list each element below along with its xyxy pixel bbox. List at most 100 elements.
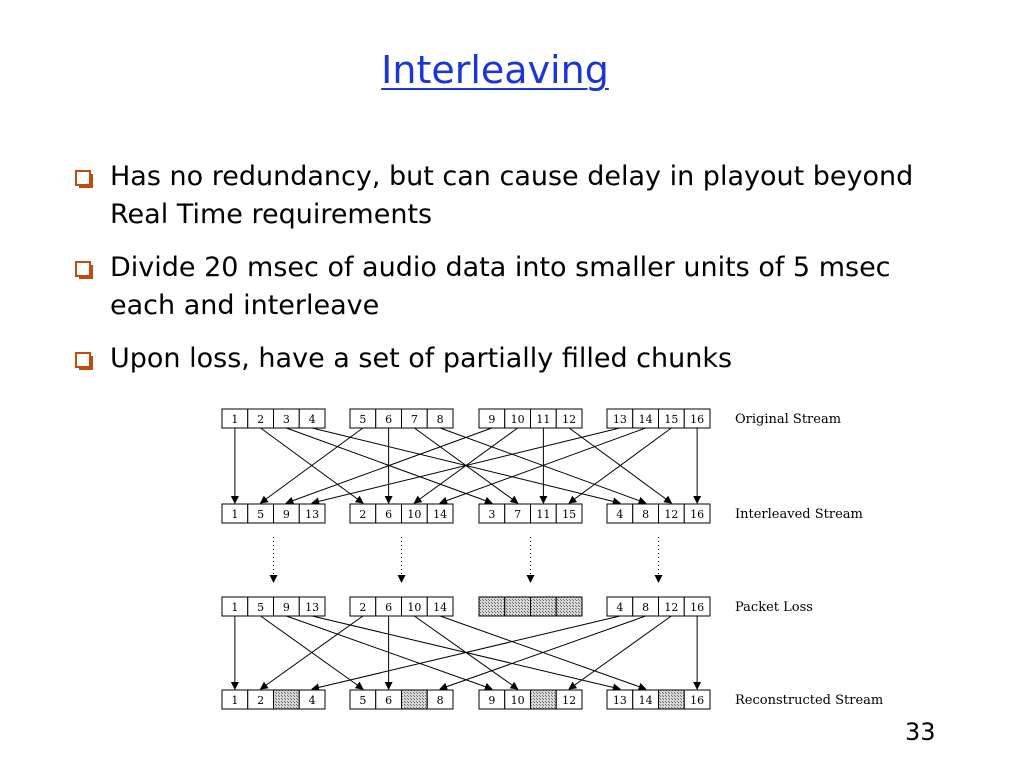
cell-number: 6	[385, 413, 392, 426]
missing-cell	[478, 596, 506, 617]
cell-number: 16	[690, 694, 704, 707]
cell-number: 14	[639, 694, 653, 707]
cell-number: 12	[562, 694, 576, 707]
arrows-layer	[230, 427, 702, 692]
cell-number: 6	[385, 601, 392, 614]
cell-number: 1	[231, 694, 238, 707]
cell-number: 9	[283, 508, 290, 521]
packet-cell	[426, 503, 454, 524]
packet-cell	[298, 689, 326, 710]
cell-number: 15	[664, 413, 678, 426]
cell-number: 12	[664, 601, 678, 614]
cell-number: 3	[488, 508, 495, 521]
cell-number: 10	[511, 413, 525, 426]
cell-number: 5	[359, 694, 366, 707]
mapping-arrow	[439, 615, 646, 691]
bullet-text: Divide 20 msec of audio data into smalle…	[110, 252, 891, 321]
bullet-item: Upon loss, have a set of partially fille…	[72, 340, 932, 378]
cell-number: 8	[642, 601, 649, 614]
cell-number: 9	[488, 413, 495, 426]
missing-cell	[504, 596, 531, 617]
mapping-arrow	[311, 427, 620, 506]
slide-title: Interleaving	[381, 48, 609, 92]
bullet-text: Upon loss, have a set of partially fille…	[110, 343, 733, 374]
cell-number: 11	[536, 413, 550, 426]
stream-label: Original Stream	[735, 412, 841, 427]
square-bullet-icon	[75, 170, 93, 188]
cell-number: 4	[309, 694, 316, 707]
cell-number: 1	[231, 413, 238, 426]
mapping-arrow	[259, 427, 364, 504]
cell-number: 12	[664, 508, 678, 521]
cell-number: 10	[511, 694, 525, 707]
cell-number: 2	[359, 601, 366, 614]
missing-cell	[658, 689, 685, 710]
cell-number: 4	[616, 601, 623, 614]
packet-cell	[555, 503, 583, 524]
cell-number: 14	[433, 508, 447, 521]
packet-cell	[683, 408, 711, 429]
cell-number: 7	[514, 508, 521, 521]
bullet-item: Has no redundancy, but can cause delay i…	[72, 158, 932, 234]
cell-number: 7	[411, 413, 418, 426]
cell-number: 2	[359, 508, 366, 521]
square-bullet-icon	[75, 261, 93, 279]
packet: 13 14 15 16	[606, 408, 711, 429]
cell-number: 11	[536, 508, 550, 521]
cell-number: 3	[283, 413, 290, 426]
packet	[478, 596, 583, 617]
packet-cell	[298, 408, 326, 429]
cell-number: 13	[613, 413, 627, 426]
missing-cell	[530, 689, 557, 710]
cell-number: 15	[562, 508, 576, 521]
mapping-arrow	[568, 427, 672, 504]
missing-cell	[530, 596, 557, 617]
stream-label: Reconstructed Stream	[735, 693, 883, 708]
cell-number: 16	[690, 601, 704, 614]
packet: 5 6 7 8	[349, 408, 454, 429]
square-bullet-icon	[75, 352, 93, 370]
packet: 1 5 9 13	[221, 596, 326, 617]
packet-cell	[555, 689, 583, 710]
packet: 5 6 8	[349, 689, 454, 710]
cell-number: 9	[488, 694, 495, 707]
packet-cell	[298, 503, 326, 524]
mapping-arrow	[259, 615, 364, 690]
mapping-arrow	[285, 427, 493, 505]
stream-label: Interleaved Stream	[735, 507, 863, 522]
packet-cell	[298, 596, 326, 617]
cell-number: 9	[283, 601, 290, 614]
cell-number: 13	[305, 508, 319, 521]
missing-cell	[401, 689, 428, 710]
bullet-item: Divide 20 msec of audio data into smalle…	[72, 249, 932, 325]
cell-number: 5	[359, 413, 366, 426]
packet-cell	[683, 503, 711, 524]
cell-number: 6	[385, 694, 392, 707]
bullet-text: Has no redundancy, but can cause delay i…	[110, 161, 914, 230]
cell-number: 8	[437, 413, 444, 426]
packet-cell	[426, 689, 454, 710]
cell-number: 5	[257, 601, 264, 614]
packet-cell	[555, 408, 583, 429]
cell-number: 1	[231, 601, 238, 614]
cell-number: 14	[639, 413, 653, 426]
mapping-arrow	[568, 615, 672, 690]
mapping-arrow	[311, 615, 620, 692]
cell-number: 2	[257, 694, 264, 707]
cell-number: 13	[305, 601, 319, 614]
cell-number: 8	[437, 694, 444, 707]
missing-cell	[555, 596, 583, 617]
packet: 4 8 12 16	[606, 596, 711, 617]
cell-number: 16	[690, 508, 704, 521]
cell-number: 10	[407, 508, 421, 521]
cell-number: 16	[690, 413, 704, 426]
cell-number: 4	[309, 413, 316, 426]
missing-cell	[273, 689, 300, 710]
packet-cell	[426, 596, 454, 617]
cell-number: 8	[642, 508, 649, 521]
